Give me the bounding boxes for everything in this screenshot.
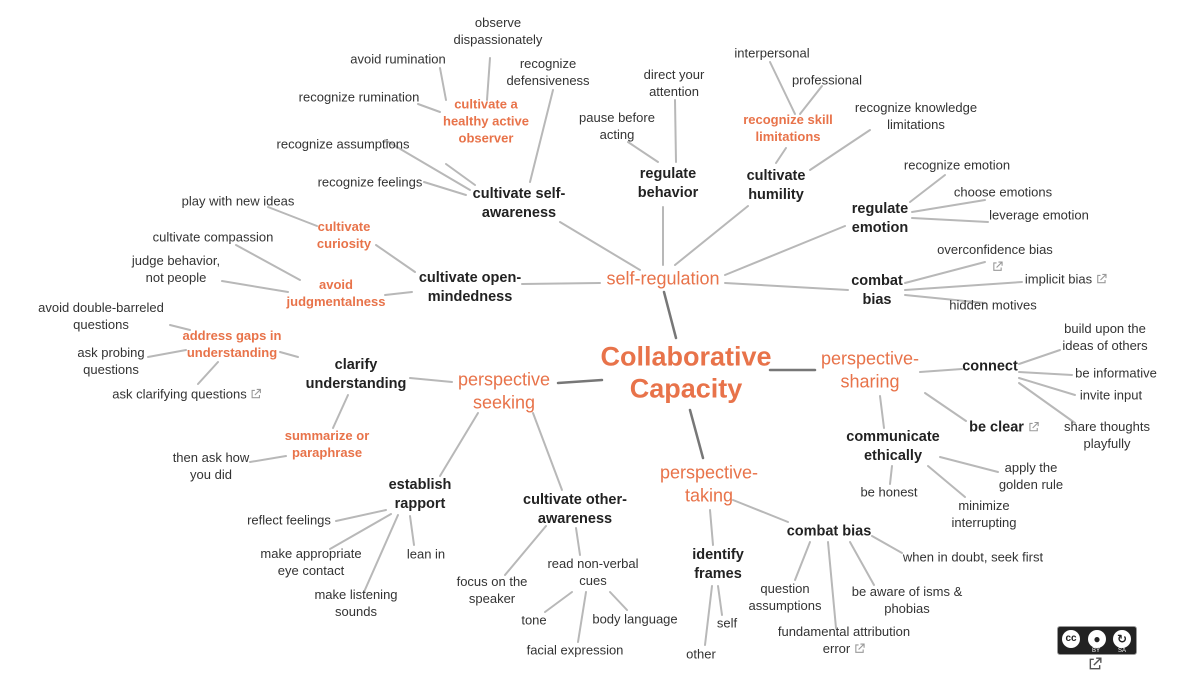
sa-label: SA <box>1118 648 1127 654</box>
node-recognize-knowledge-limitations[interactable]: recognize knowledge limitations <box>854 100 978 132</box>
node-recognize-rumination[interactable]: recognize rumination <box>298 89 420 105</box>
node-build-upon-ideas[interactable]: build upon the ideas of others <box>1062 321 1148 353</box>
node-fundamental-attribution[interactable]: fundamental attribution error <box>774 624 914 658</box>
node-other[interactable]: other <box>686 646 716 662</box>
node-combat-bias-self-regulation[interactable]: combat bias <box>851 273 903 308</box>
node-interpersonal[interactable]: interpersonal <box>734 45 810 61</box>
by-icon: ● <box>1088 630 1106 648</box>
node-recognize-defensiveness[interactable]: recognize defensiveness <box>506 56 590 88</box>
external-link-icon[interactable] <box>1088 657 1102 671</box>
node-regulate-emotion[interactable]: regulate emotion <box>851 201 909 236</box>
node-body-language[interactable]: body language <box>592 611 678 627</box>
node-connect[interactable]: connect <box>962 358 1018 375</box>
node-leverage-emotion[interactable]: leverage emotion <box>989 207 1089 223</box>
node-regulate-behavior[interactable]: regulate behavior <box>637 166 699 201</box>
be-clear-label: be clear <box>969 419 1024 436</box>
node-be-honest[interactable]: be honest <box>860 484 918 500</box>
node-facial-expression[interactable]: facial expression <box>526 642 624 658</box>
overconfidence-bias-label: overconfidence bias <box>937 242 1053 258</box>
node-cultivate-other-awareness[interactable]: cultivate other-awareness <box>523 492 627 527</box>
node-summarize-paraphrase[interactable]: summarize or paraphrase <box>284 428 370 460</box>
node-listening-sounds[interactable]: make listening sounds <box>314 587 398 619</box>
node-hidden-motives[interactable]: hidden motives <box>949 297 1037 313</box>
node-invite-input[interactable]: invite input <box>1079 387 1143 403</box>
node-ask-probing[interactable]: ask probing questions <box>77 345 145 377</box>
node-focus-on-speaker[interactable]: focus on the speaker <box>456 574 528 606</box>
node-recognize-feelings[interactable]: recognize feelings <box>317 174 423 190</box>
cc-license-badge[interactable]: cc ● ↻ BY SA <box>1057 626 1137 655</box>
node-cultivate-healthy-observer[interactable]: cultivate a healthy active observer <box>443 96 529 146</box>
cc-icon: cc <box>1062 630 1080 648</box>
node-identify-frames[interactable]: identify frames <box>692 547 744 582</box>
node-self[interactable]: self <box>716 615 738 631</box>
node-recognize-emotion[interactable]: recognize emotion <box>903 157 1011 173</box>
node-ask-clarifying[interactable]: ask clarifying questions <box>112 386 262 404</box>
node-cultivate-self-awareness[interactable]: cultivate self-awareness <box>472 186 566 221</box>
node-avoid-double-barreled[interactable]: avoid double-barreled questions <box>38 300 164 332</box>
external-link-icon[interactable] <box>251 388 262 400</box>
central-topic[interactable]: Collaborative Capacity <box>600 341 772 404</box>
ask-clarifying-label: ask clarifying questions <box>112 386 247 402</box>
node-lean-in[interactable]: lean in <box>406 546 446 562</box>
node-minimize-interrupting[interactable]: minimize interrupting <box>951 498 1017 530</box>
node-recognize-skill-limitations[interactable]: recognize skill limitations <box>743 112 833 144</box>
external-link-icon[interactable] <box>1096 273 1107 285</box>
node-overconfidence-bias[interactable]: overconfidence bias <box>930 242 1060 276</box>
node-cultivate-humility[interactable]: cultivate humility <box>746 168 806 203</box>
node-be-clear[interactable]: be clear <box>969 419 1039 438</box>
external-link-icon[interactable] <box>992 261 1003 272</box>
node-apply-golden-rule[interactable]: apply the golden rule <box>998 460 1064 492</box>
node-establish-rapport[interactable]: establish rapport <box>388 477 452 512</box>
branch-perspective-seeking[interactable]: perspective seeking <box>457 369 551 413</box>
node-recognize-assumptions[interactable]: recognize assumptions <box>276 136 410 152</box>
node-communicate-ethically[interactable]: communicate ethically <box>846 429 940 464</box>
node-address-gaps[interactable]: address gaps in understanding <box>182 328 282 360</box>
node-share-thoughts[interactable]: share thoughts playfully <box>1063 419 1150 451</box>
node-play-with-new-ideas[interactable]: play with new ideas <box>181 193 295 209</box>
node-choose-emotions[interactable]: choose emotions <box>953 184 1053 200</box>
node-tone[interactable]: tone <box>521 612 547 628</box>
node-clarify-understanding[interactable]: clarify understanding <box>305 357 407 392</box>
node-judge-behavior[interactable]: judge behavior, not people <box>131 253 221 285</box>
external-link-icon[interactable] <box>854 643 865 654</box>
fundamental-attribution-label: fundamental attribution error <box>777 624 911 656</box>
external-link-icon[interactable] <box>1028 421 1039 433</box>
implicit-bias-label: implicit bias <box>1024 271 1093 287</box>
node-cultivate-open-mindedness[interactable]: cultivate open-mindedness <box>418 270 522 305</box>
node-eye-contact[interactable]: make appropriate eye contact <box>260 546 362 578</box>
node-avoid-judgmentalness[interactable]: avoid judgmentalness <box>286 277 386 309</box>
branch-perspective-taking[interactable]: perspective-taking <box>659 462 759 506</box>
sa-icon: ↻ <box>1113 630 1131 648</box>
node-observe-dispassionately[interactable]: observe dispassionately <box>453 15 543 47</box>
node-pause-before-acting[interactable]: pause before acting <box>579 110 655 142</box>
node-direct-attention[interactable]: direct your attention <box>643 67 705 99</box>
node-cultivate-curiosity[interactable]: cultivate curiosity <box>316 219 372 251</box>
node-when-in-doubt[interactable]: when in doubt, seek first <box>902 549 1044 565</box>
node-then-ask-how[interactable]: then ask how you did <box>172 450 250 482</box>
node-be-informative[interactable]: be informative <box>1075 365 1157 381</box>
node-combat-bias-perspective-taking[interactable]: combat bias <box>786 523 872 540</box>
branch-self-regulation[interactable]: self-regulation <box>606 268 720 289</box>
node-question-assumptions[interactable]: question assumptions <box>748 581 822 613</box>
node-read-nonverbal[interactable]: read non-verbal cues <box>547 556 639 588</box>
node-be-aware-isms[interactable]: be aware of isms & phobias <box>851 584 963 616</box>
node-reflect-feelings[interactable]: reflect feelings <box>247 512 331 528</box>
node-cultivate-compassion[interactable]: cultivate compassion <box>152 229 274 245</box>
node-implicit-bias[interactable]: implicit bias <box>1025 272 1107 289</box>
by-label: BY <box>1092 648 1101 654</box>
branch-perspective-sharing[interactable]: perspective-sharing <box>820 348 920 392</box>
node-avoid-rumination[interactable]: avoid rumination <box>350 51 446 67</box>
node-professional[interactable]: professional <box>791 72 863 88</box>
